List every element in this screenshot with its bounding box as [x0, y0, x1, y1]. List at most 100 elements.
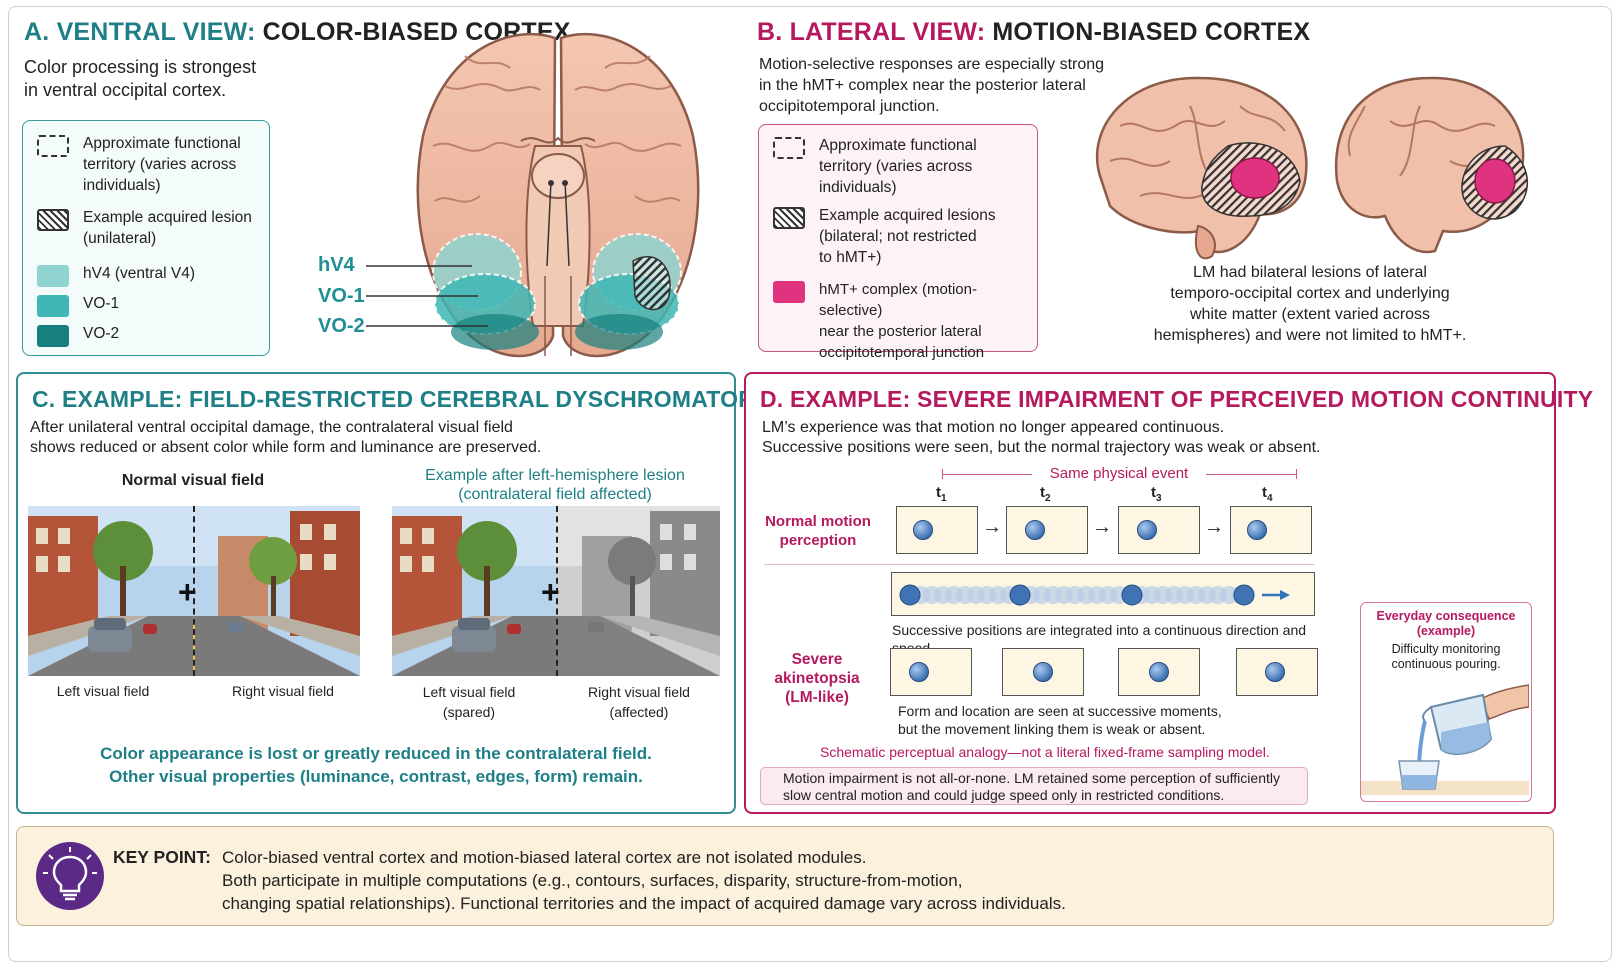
panel-a-legend: Approximate functional territory (varies… [22, 120, 270, 356]
right-field-label: Right visual field [232, 683, 334, 699]
trail-ball [1009, 584, 1031, 606]
row-label-line: Normal motion [765, 513, 871, 530]
legend-approx-row: Approximate functional territory (varies… [773, 135, 977, 198]
lightbulb-icon [36, 842, 104, 910]
row-label-line: akinetopsia [774, 670, 860, 687]
panel-b-topic: MOTION-BIASED CORTEX [992, 18, 1311, 46]
panel-b-view: LATERAL VIEW: [789, 18, 986, 46]
panel-a-view: VENTRAL VIEW: [56, 18, 256, 46]
everyday-desc-line: Difficulty monitoring [1391, 642, 1501, 656]
pitcher-icon [1361, 684, 1529, 795]
callout-leader-lines [366, 265, 488, 327]
ball [1033, 662, 1053, 682]
row-label-line: Severe [791, 651, 843, 668]
panel-b-desc-line: Motion-selective responses are especiall… [759, 56, 1105, 73]
normal-motion-label: Normal motion perception [758, 512, 878, 550]
trail-ball [1233, 584, 1255, 606]
row-divider [764, 564, 1314, 565]
panel-c: C. EXAMPLE: FIELD-RESTRICTED CEREBRAL DY… [16, 372, 793, 814]
row-label-line: (LM-like) [785, 689, 849, 706]
panel-d: D. EXAMPLE: SEVERE IMPAIRMENT OF PERCEIV… [744, 372, 1593, 814]
akin-frame-t2 [1002, 648, 1084, 696]
hv4-swatch [37, 265, 69, 287]
note-line: Motion impairment is not all-or-none. LM… [783, 770, 1280, 786]
panel-d-desc-line: LM’s experience was that motion no longe… [762, 419, 1225, 436]
ball [1025, 520, 1045, 540]
key-point-line3: changing spatial relationships). Functio… [222, 894, 1066, 913]
ball [1137, 520, 1157, 540]
same-event-label: Same physical event [1032, 465, 1206, 482]
field-label-line: (affected) [609, 704, 669, 720]
panel-b-desc-line: in the hMT+ complex near the posterior l… [759, 77, 1086, 94]
ball [913, 520, 933, 540]
key-point-box: KEY POINT: Color-biased ventral cortex a… [16, 826, 1554, 926]
legend-text: VO-1 [83, 295, 120, 312]
panel-c-topic: EXAMPLE: FIELD-RESTRICTED CEREBRAL DYSCH… [62, 386, 793, 412]
key-point-label: KEY POINT: [113, 847, 211, 867]
lesion-title-line: (contralateral field affected) [458, 486, 652, 503]
midline-divider [556, 506, 558, 676]
left-field-label: Left visual field [56, 683, 150, 699]
analogy-note: Schematic perceptual analogy—not a liter… [820, 744, 1270, 760]
panel-d-letter: D. [760, 386, 784, 412]
bracket-tick [1296, 469, 1297, 479]
legend-text: individuals) [83, 177, 161, 194]
time-subscript: 1 [941, 493, 947, 504]
field-label-line: (spared) [442, 704, 496, 720]
lesion-title-line: Example after left-hemisphere lesion [425, 467, 685, 484]
trail-ball [899, 584, 921, 606]
legend-approx-row: Approximate functional territory (varies… [37, 133, 241, 196]
caption-line: temporo-occipital cortex and underlying [1170, 285, 1450, 302]
fixation-cross-icon: + [541, 574, 560, 610]
legend-text: territory (varies across [83, 156, 237, 173]
brain-ventral-icon [416, 32, 700, 358]
legend-vo1-row: VO-1 [37, 293, 119, 317]
normal-frame-t1 [896, 506, 978, 554]
panel-a-letter: A. [24, 18, 50, 46]
time-label-t2: t2 [1040, 484, 1051, 504]
legend-text: territory (varies across [819, 158, 973, 175]
continuous-trail [899, 584, 1290, 606]
ball [1247, 520, 1267, 540]
panel-c-letter: C. [32, 386, 56, 412]
legend-text: to hMT+) [819, 249, 882, 266]
normal-frame-t2 [1006, 506, 1088, 554]
page-border [8, 6, 1612, 962]
time-subscript: 3 [1156, 493, 1162, 504]
vo1-callout: VO-1 [318, 285, 365, 307]
panel-c-description: After unilateral ventral occipital damag… [30, 418, 541, 458]
akin-frame-t1 [890, 648, 972, 696]
summary-line: Color appearance is lost or greatly redu… [100, 744, 652, 763]
brain-lateral-icon [1095, 76, 1308, 260]
row-label-line: perception [779, 532, 857, 549]
legend-lesion-text: Example acquired lesion (unilateral) [83, 207, 252, 249]
everyday-title: Everyday consequence (example) [1361, 609, 1531, 639]
panel-b-legend: Approximate functional territory (varies… [758, 124, 1038, 361]
everyday-consequence-card: Everyday consequence (example) Difficult… [1360, 602, 1532, 802]
key-point-line2: Both participate in multiple computation… [222, 871, 963, 890]
hatched-lesion-swatch [773, 207, 805, 229]
panel-b-letter: B. [757, 18, 783, 46]
vo2-callout: VO-2 [318, 315, 365, 337]
everyday-title-line: Everyday consequence [1376, 609, 1516, 623]
panel-a-desc-line: Color processing is strongest [24, 57, 257, 77]
akinetopsia-label: Severe akinetopsia (LM-like) [762, 650, 872, 707]
panel-b-caption: LM had bilateral lesions of lateral temp… [1100, 262, 1520, 346]
hmt-swatch [773, 281, 805, 303]
ball [909, 662, 929, 682]
panel-a-description: Color processing is strongest in ventral… [24, 56, 256, 102]
bracket-tick [942, 469, 943, 479]
brain-lateral-icon [1334, 76, 1529, 254]
legend-text: Example acquired lesions [819, 207, 996, 224]
left-field-spared-label: Left visual field (spared) [404, 682, 534, 722]
arrow-right-icon: → [982, 516, 1002, 538]
caption-line: but the movement linking them is weak or… [898, 721, 1206, 737]
panel-c-summary: Color appearance is lost or greatly redu… [18, 742, 734, 788]
time-label: t [936, 484, 941, 501]
right-field-affected-label: Right visual field (affected) [574, 682, 704, 722]
time-label-t1: t1 [936, 484, 947, 504]
key-point-line1: Color-biased ventral cortex and motion-b… [222, 848, 867, 867]
time-label-t3: t3 [1151, 484, 1162, 504]
midline-divider [193, 506, 195, 676]
legend-approx-text: Approximate functional territory (varies… [83, 133, 241, 196]
